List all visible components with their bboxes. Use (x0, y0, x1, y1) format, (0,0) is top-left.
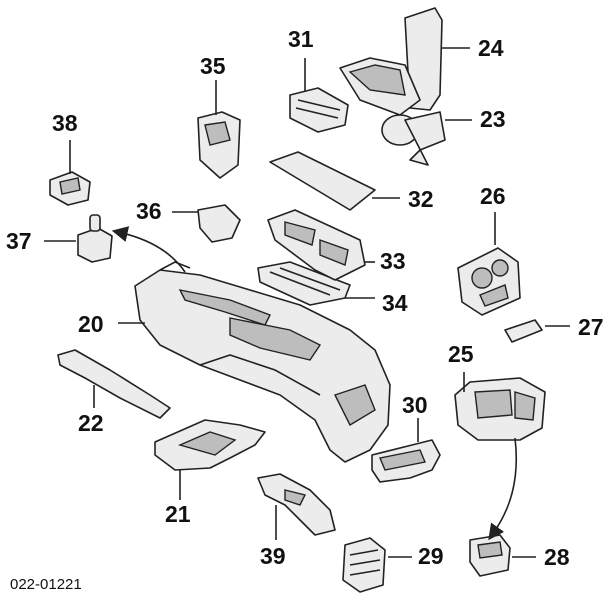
part-37-knob (77, 214, 113, 263)
callout-30: 30 (402, 392, 428, 418)
callout-39: 39 (260, 543, 286, 569)
part-27-lamp (504, 319, 543, 343)
callout-29: 29 (418, 543, 444, 569)
part-35-bracket (197, 111, 241, 179)
callout-23: 23 (480, 106, 506, 132)
part-31-insert (289, 87, 349, 133)
part-38-clip (49, 171, 91, 206)
callout-34: 34 (382, 290, 408, 316)
callout-22: 22 (78, 410, 104, 436)
callout-26: 26 (480, 183, 506, 209)
part-25-vent-assembly (454, 377, 546, 441)
callout-27: 27 (578, 314, 604, 340)
callout-37: 37 (6, 228, 32, 254)
callout-36: 36 (136, 198, 162, 224)
part-32-pad (269, 151, 376, 211)
callout-31: 31 (288, 26, 314, 52)
part-26-cupholder-trim (457, 247, 521, 316)
callout-35: 35 (200, 53, 226, 79)
part-21-base-plate (154, 419, 266, 471)
part-23-armrest-hinge (381, 111, 446, 166)
callout-20: 20 (78, 311, 104, 337)
part-36-small-bracket (197, 204, 241, 243)
callout-32: 32 (408, 186, 434, 212)
part-20-center-console (134, 261, 391, 463)
callout-24: 24 (478, 35, 504, 61)
callout-21: 21 (165, 501, 191, 527)
callout-33: 33 (380, 248, 406, 274)
callout-25: 25 (448, 341, 474, 367)
part-33-cupholder-tray (267, 209, 366, 281)
part-34-grille (257, 261, 351, 306)
part-22-trim-strip (57, 349, 171, 419)
part-30-storage-bin (371, 439, 441, 483)
part-28-switch-block (469, 534, 511, 577)
diagram-code: 022-01221 (10, 576, 82, 593)
part-29-air-vent (342, 537, 386, 593)
callout-28: 28 (544, 544, 570, 570)
part-39-bracket (257, 473, 336, 536)
part-24-armrest-lid (339, 7, 443, 116)
callout-38: 38 (52, 110, 78, 136)
